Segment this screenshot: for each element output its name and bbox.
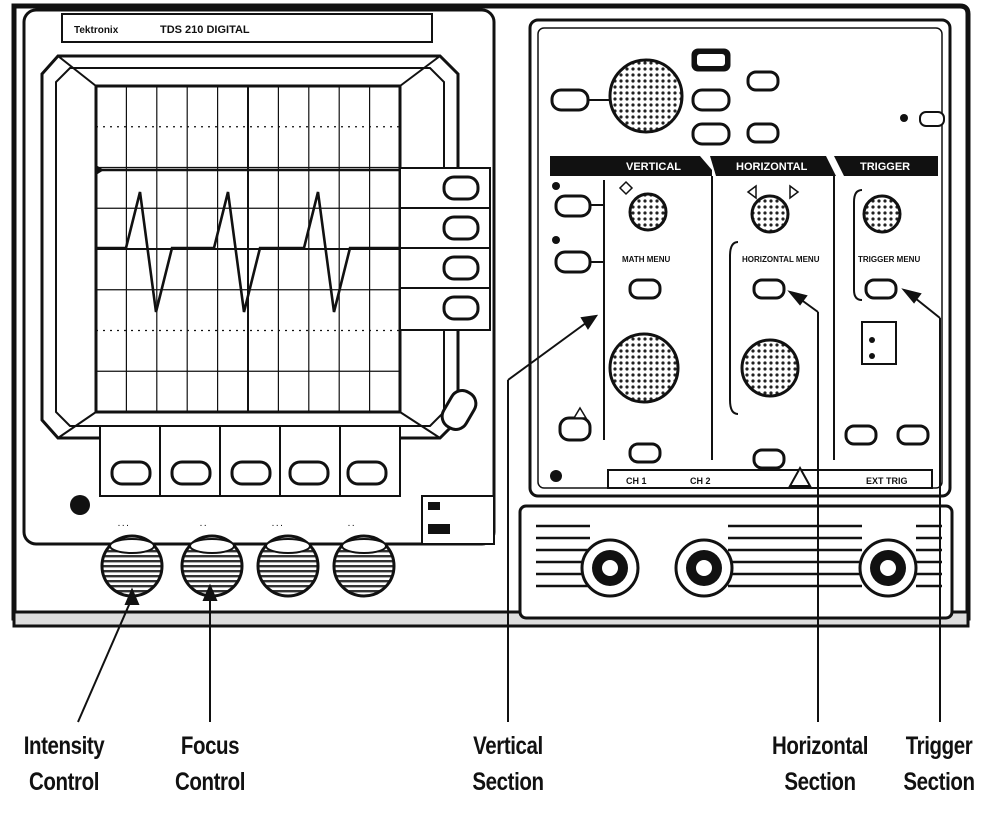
side-menu-button-1[interactable]: [442, 175, 480, 201]
side-menu-button-2[interactable]: [442, 215, 480, 241]
trigger-level-knob[interactable]: [862, 194, 902, 234]
focus-control-callout: Focus Control: [161, 728, 259, 800]
horizontal-section-header: [710, 156, 836, 176]
math-menu-button[interactable]: [628, 278, 662, 300]
utility-button[interactable]: [691, 122, 731, 146]
trigger-callout-line-1: Trigger: [905, 732, 973, 760]
ch2-menu-button[interactable]: [554, 250, 592, 274]
set-to-zero-button[interactable]: [752, 448, 786, 470]
power-switch-icon[interactable]: [70, 495, 90, 515]
svg-text:· · ·: · · ·: [272, 523, 283, 530]
trigger-menu-label: TRIGGER MENU: [858, 255, 920, 264]
focus-callout-line-2: Control: [174, 768, 246, 796]
ch1-menu-button[interactable]: [554, 194, 592, 218]
trigger-status-box: [861, 321, 897, 365]
vertical-callout-line-2: Section: [472, 768, 544, 796]
svg-text:CH 1: CH 1: [626, 476, 647, 486]
run-stop-button[interactable]: [919, 111, 945, 127]
trigger-callout-line-2: Section: [903, 768, 975, 796]
warning-icon: [788, 465, 812, 487]
waveform-trace: [96, 191, 400, 313]
svg-text:VERTICAL: VERTICAL: [626, 161, 681, 173]
math-menu-label: MATH MENU: [622, 255, 671, 264]
acquire-button[interactable]: [691, 88, 731, 112]
general-purpose-knob[interactable]: [608, 58, 684, 134]
horizontal-position-knob[interactable]: [750, 194, 790, 234]
focus-callout-line-1: Focus: [180, 732, 240, 760]
autoset-diamond-button[interactable]: [438, 386, 481, 434]
trigger-section-header: [834, 156, 938, 176]
measure-button[interactable]: [746, 70, 780, 92]
brand-strip: [61, 13, 433, 43]
svg-text:CH 2: CH 2: [690, 476, 711, 486]
display-button[interactable]: [746, 122, 780, 144]
vertical-bottom-button[interactable]: [628, 442, 662, 464]
svg-text:TRIGGER: TRIGGER: [860, 161, 910, 173]
intensity-leader-line: [77, 597, 133, 723]
softkey-button-5[interactable]: [346, 460, 388, 486]
brand-label: Tektronix: [74, 25, 119, 36]
bottom-panel-strip: [100, 522, 400, 532]
horizontal-callout-line-1: Horizontal: [771, 732, 869, 760]
set-level-button[interactable]: [844, 424, 878, 446]
horizontal-menu-button[interactable]: [752, 278, 786, 300]
model-label: TDS 210 DIGITAL: [160, 24, 250, 36]
intensity-callout-line-2: Control: [28, 768, 100, 796]
vertical-section-callout: Vertical Section: [459, 728, 557, 800]
softkey-button-2[interactable]: [170, 460, 212, 486]
vertical-callout-line-1: Vertical: [473, 732, 543, 760]
horizontal-callout-line-2: Section: [784, 768, 856, 796]
bnc-connectors: [580, 538, 918, 598]
intensity-callout-line-1: Intensity: [23, 732, 105, 760]
probe-check-button[interactable]: [558, 416, 592, 442]
input-label-strip: [607, 469, 933, 489]
volts-div-knob[interactable]: [608, 332, 680, 404]
softkey-button-4[interactable]: [288, 460, 330, 486]
horizontal-menu-label: HORIZONTAL MENU: [742, 255, 820, 264]
horizontal-section-callout: Horizontal Section: [763, 728, 878, 800]
side-menu-button-4[interactable]: [442, 295, 480, 321]
trigger-section-callout: Trigger Section: [894, 728, 984, 800]
svg-text:EXT TRIG: EXT TRIG: [866, 476, 908, 486]
cursor-button[interactable]: [550, 88, 590, 112]
vertical-position-knob[interactable]: [628, 192, 668, 232]
svg-text:HORIZONTAL: HORIZONTAL: [736, 161, 808, 173]
vertical-section-header: [550, 156, 712, 176]
softkey-button-3[interactable]: [230, 460, 272, 486]
side-menu-button-3[interactable]: [442, 255, 480, 281]
intensity-control-callout: Intensity Control: [15, 728, 113, 800]
bottom-knobs: [100, 534, 396, 598]
sec-div-knob[interactable]: [740, 338, 800, 398]
svg-text:· · ·: · · ·: [118, 523, 129, 530]
svg-text:· ·: · ·: [200, 523, 207, 530]
svg-text:· ·: · ·: [348, 523, 355, 530]
force-trig-button[interactable]: [896, 424, 930, 446]
trigger-menu-button[interactable]: [864, 278, 898, 300]
softkey-button-1[interactable]: [110, 460, 152, 486]
